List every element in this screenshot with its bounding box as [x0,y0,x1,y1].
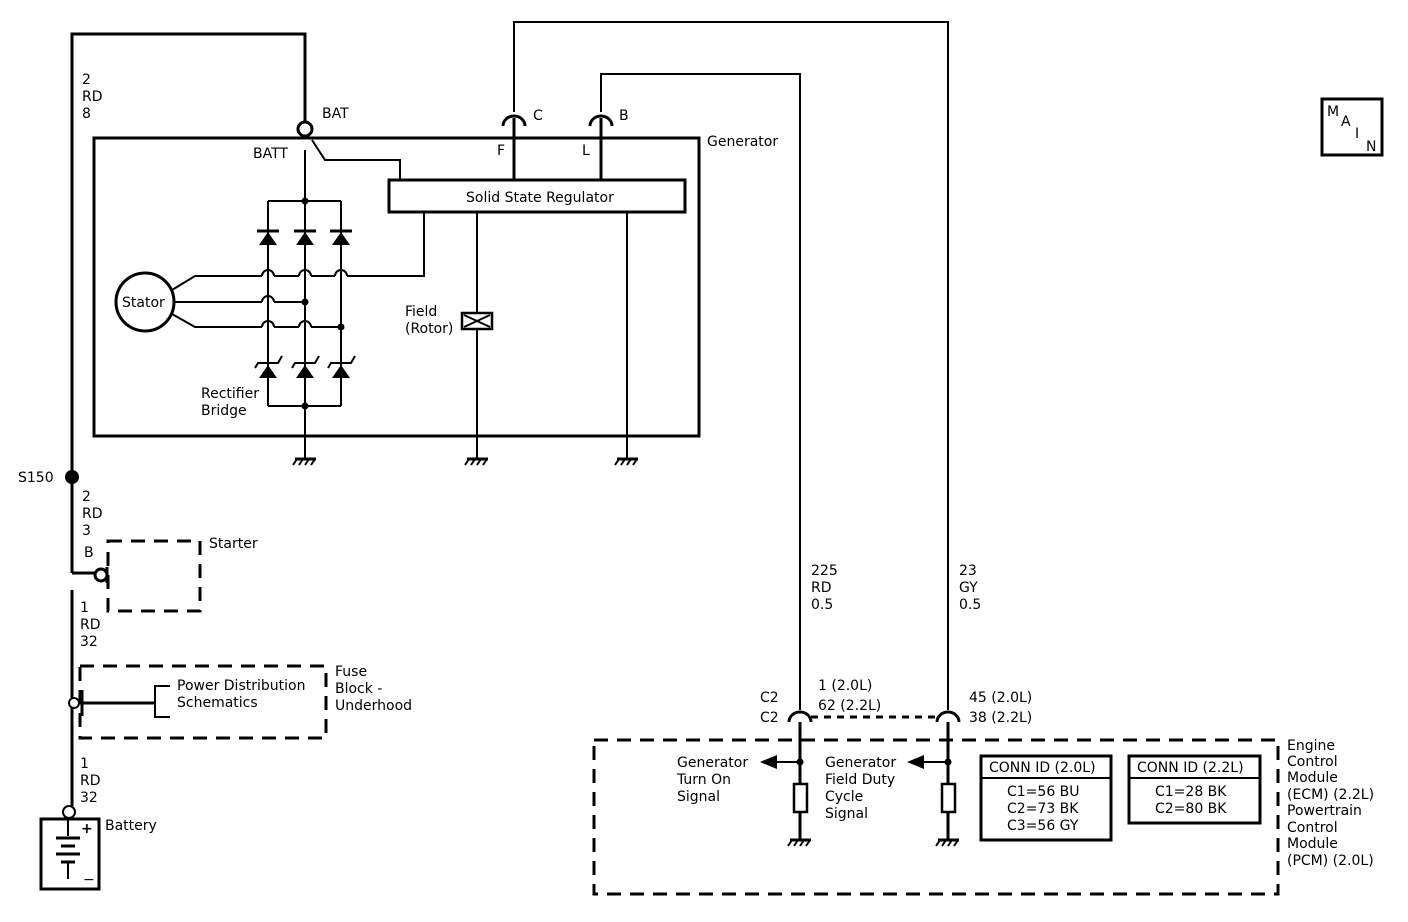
ground-symbol [292,457,316,466]
wire-23-color: GY [959,580,978,596]
wire-225-circuit: 225 [811,563,838,579]
module-name: Engine Control Module (ECM) (2.2L) Power… [1287,738,1374,869]
fuse-block [68,664,328,740]
module-name-line: Control [1287,820,1338,836]
field-duty-signal-line1: Generator [825,755,896,771]
wire-circuit-top: 8 [82,106,91,122]
module-name-line: Module [1287,770,1338,786]
wire-circuit-s150: 3 [82,523,91,539]
ground-symbol [614,457,638,466]
stator-label: Stator [122,295,165,311]
ground-symbol [464,457,488,466]
field-rotor [460,311,494,331]
module-name-line: Control [1287,754,1338,770]
wire-color-fuse-battery: RD [80,773,101,789]
rectifier-label-line2: Bridge [201,403,247,419]
module-name-line: Module [1287,836,1338,852]
conn-id-22-box [1127,754,1262,825]
conn-id-20-title: CONN ID (2.0L) [989,760,1096,776]
wire-gauge-starter-fuse: 1 [80,600,89,616]
bat-terminal [296,120,314,138]
wire-gauge-top: 2 [82,72,91,88]
main-letter-n: N [1366,139,1376,155]
turn-on-signal-line1: Generator [677,755,748,771]
fuse-ref-line1: Power Distribution [177,678,305,694]
terminal-b-label: B [619,108,629,124]
batt-internal-label: BATT [253,146,288,162]
battery-minus: − [83,872,95,888]
wire-color-s150: RD [82,506,103,522]
field-duty-signal-circuit [907,755,959,847]
wire-23-circuit: 23 [959,563,977,579]
module-name-line: (ECM) (2.2L) [1287,787,1374,803]
wire-225-gauge: 0.5 [811,597,833,613]
main-badge: M A I N [1320,97,1384,157]
wire-gauge-fuse-battery: 1 [80,756,89,772]
connector-left-pin-20: 1 (2.0L) [818,678,872,694]
bat-terminal-label: BAT [322,106,349,122]
battery-plus: + [81,821,93,837]
connector-c [501,21,949,710]
module-name-line: Engine [1287,738,1335,754]
conn-id-22-row: C2=80 BK [1155,801,1227,817]
battery [39,805,101,891]
conn-id-20-row: C2=73 BK [1007,801,1079,817]
field-label-line1: Field [405,304,437,320]
splice-s150-dot [65,470,79,484]
wire-23-gauge: 0.5 [959,597,981,613]
wire-circuit-starter-fuse: 32 [80,634,98,650]
conn-id-20-row: C1=56 BU [1007,784,1080,800]
field-duty-signal-line4: Signal [825,806,868,822]
wire-circuit-fuse-battery: 32 [80,790,98,806]
turn-on-signal-circuit [760,755,811,847]
battery-label: Battery [105,818,157,834]
generator-housing [92,136,701,438]
starter-terminal-b: B [84,545,94,561]
field-duty-signal-line3: Cycle [825,789,863,805]
ecm-connector-c2 [787,710,961,840]
module-name-line: (PCM) (2.0L) [1287,853,1374,869]
rectifier-bridge [254,197,356,410]
internal-f-label: F [497,143,505,159]
fuse-label-line3: Underhood [335,698,412,714]
main-letter-a: A [1341,114,1351,130]
wire-gauge-s150: 2 [82,489,91,505]
fuse-label-line2: Block - [335,681,382,697]
turn-on-signal-line2: Turn On [676,772,731,788]
field-duty-signal-line2: Field Duty [825,772,895,788]
starter [93,539,202,613]
wire-color-starter-fuse: RD [80,617,101,633]
ecm-module [592,738,1280,896]
generator-label: Generator [707,134,778,150]
connector-b [588,73,801,710]
solid-state-regulator [387,178,687,214]
fuse-label-line1: Fuse [335,664,367,680]
starter-label: Starter [209,536,258,552]
conn-id-20-row: C3=56 GY [1007,818,1079,834]
splice-label: S150 [18,470,54,486]
connector-c2-top: C2 [760,690,779,706]
connector-right-pin-20: 45 (2.0L) [969,690,1032,706]
connector-left-pin-22: 62 (2.2L) [818,698,881,714]
field-label-line2: (Rotor) [405,321,453,337]
wire-color-top: RD [82,89,103,105]
conn-id-22-title: CONN ID (2.2L) [1137,760,1244,776]
turn-on-signal-line3: Signal [677,789,720,805]
terminal-c-label: C [533,108,543,124]
wire-225-color: RD [811,580,832,596]
connector-c2-bottom: C2 [760,710,779,726]
conn-id-20-box [979,754,1113,842]
conn-id-22-row: C1=28 BK [1155,784,1227,800]
main-letter-m: M [1327,104,1339,120]
fuse-ref-line2: Schematics [177,695,258,711]
main-letter-i: I [1355,126,1359,142]
module-name-line: Powertrain [1287,803,1362,819]
internal-l-label: L [582,143,590,159]
rectifier-label-line1: Rectifier [201,386,259,402]
connector-right-pin-22: 38 (2.2L) [969,710,1032,726]
regulator-label: Solid State Regulator [466,190,614,206]
